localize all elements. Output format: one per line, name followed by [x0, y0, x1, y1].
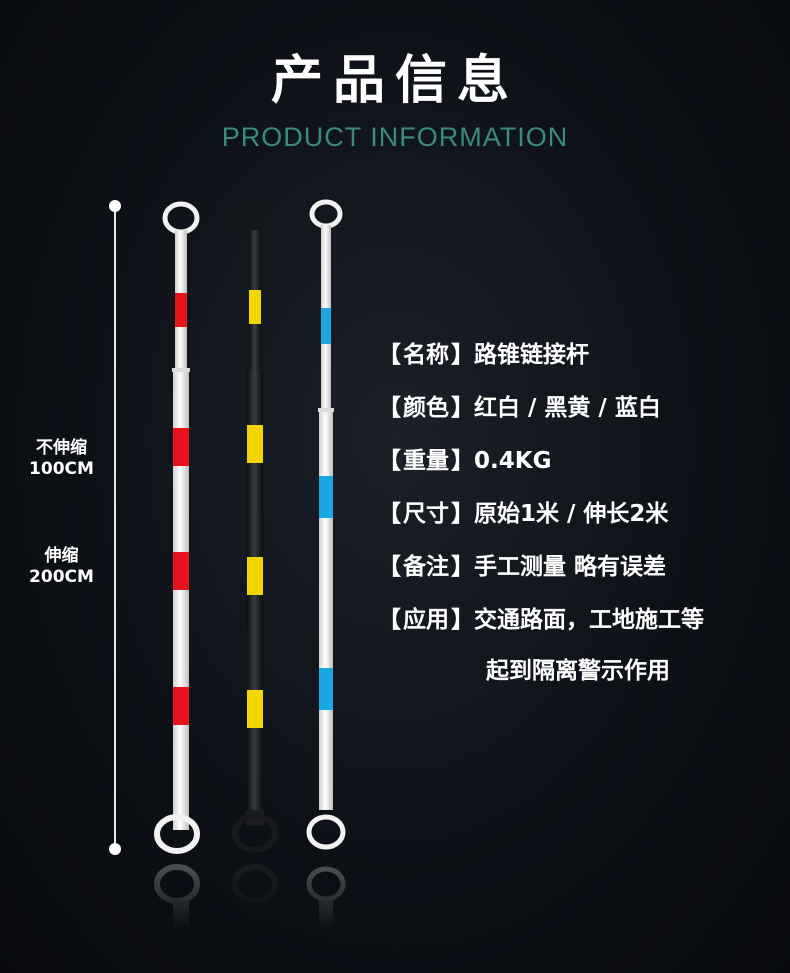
dimension-bottom-dot — [109, 843, 121, 855]
spec-size: 【尺寸】原始1米 / 伸长2米 — [378, 501, 669, 527]
pole-black-yellow — [232, 201, 278, 853]
stripe-yellow-1 — [249, 290, 261, 324]
spec-note-value: 手工测量 略有误差 — [474, 554, 667, 580]
stripe-blue-2 — [319, 476, 333, 518]
spec-color: 【颜色】红白 / 黑黄 / 蓝白 — [378, 395, 661, 421]
spec-name-key: 名称 — [403, 342, 449, 368]
pole-red-white — [154, 201, 200, 854]
dimension-top-dot — [109, 200, 121, 212]
stripe-yellow-3 — [247, 557, 263, 595]
extended-length-label: 伸缩 200CM — [14, 546, 109, 588]
spec-application-value: 交通路面，工地施工等 — [474, 607, 704, 633]
spec-application-key: 应用 — [403, 607, 449, 633]
extended-label-value: 200CM — [29, 567, 94, 587]
stripe-blue-3 — [319, 668, 333, 710]
page-title: 产品信息 — [270, 51, 519, 111]
spec-name: 【名称】路锥链接杆 — [378, 342, 589, 368]
spec-color-value: 红白 / 黑黄 / 蓝白 — [474, 395, 661, 421]
spec-weight-value: 0.4KG — [474, 448, 552, 474]
extended-label-text: 伸缩 — [44, 546, 79, 566]
spec-weight: 【重量】0.4KG — [378, 448, 552, 474]
spec-size-value: 原始1米 / 伸长2米 — [474, 501, 669, 527]
pole-blue-white — [306, 199, 346, 850]
spec-weight-key: 重量 — [403, 448, 449, 474]
stripe-blue-1 — [321, 308, 331, 344]
dimension-line — [114, 205, 116, 848]
stripe-red-4 — [173, 687, 189, 725]
stripe-red-1 — [175, 293, 187, 327]
spec-note: 【备注】手工测量 略有误差 — [378, 554, 667, 580]
spec-size-key: 尺寸 — [403, 501, 449, 527]
stripe-yellow-4 — [247, 690, 263, 728]
stripe-yellow-2 — [247, 425, 263, 463]
page-subtitle: PRODUCT INFORMATION — [221, 122, 569, 152]
stripe-red-2 — [173, 428, 189, 466]
retracted-label-value: 100CM — [29, 459, 94, 479]
spec-color-key: 颜色 — [403, 395, 449, 421]
retracted-label-text: 不伸缩 — [36, 438, 87, 458]
spec-name-value: 路锥链接杆 — [474, 342, 589, 368]
retracted-length-label: 不伸缩 100CM — [14, 438, 109, 480]
spec-application-line2: 起到隔离警示作用 — [486, 658, 670, 684]
spec-application: 【应用】交通路面，工地施工等 — [378, 607, 704, 633]
spec-note-key: 备注 — [403, 554, 449, 580]
pole-reflections — [154, 864, 346, 930]
stripe-red-3 — [173, 552, 189, 590]
